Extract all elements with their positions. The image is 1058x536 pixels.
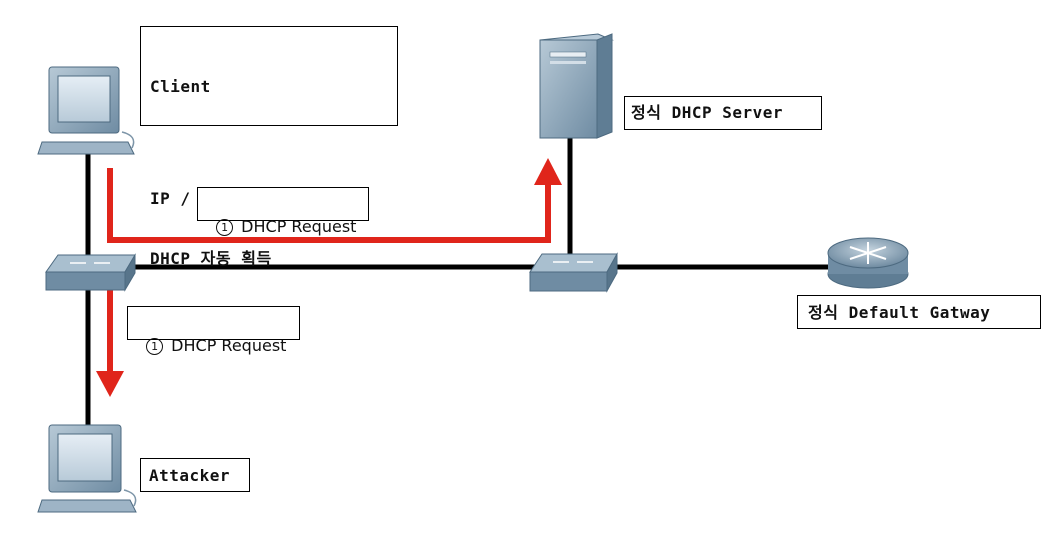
attacker-computer-icon xyxy=(37,424,137,513)
request-arrows xyxy=(96,158,562,397)
switch-right-icon xyxy=(529,252,618,293)
attacker-label: Attacker xyxy=(140,458,250,492)
arrow-to-server-head xyxy=(534,158,562,185)
request-text: DHCP Request xyxy=(171,336,287,355)
gateway-router-icon xyxy=(827,237,909,289)
arrow-to-attacker-head xyxy=(96,371,124,397)
dhcp-server-label: 정식 DHCP Server xyxy=(624,96,822,130)
dhcp-request-label-bottom: 1 DHCP Request xyxy=(127,306,300,355)
client-label-line1: Client xyxy=(150,77,211,96)
default-gateway-label: 정식 Default Gatway xyxy=(797,295,1041,329)
client-label: Client IP / Default Gateway DHCP 자동 획득 xyxy=(140,26,398,268)
step-number-badge: 1 xyxy=(216,219,234,236)
dhcp-server-icon xyxy=(539,33,614,139)
network-links xyxy=(85,138,835,430)
client-computer-icon xyxy=(37,66,135,155)
client-label-line3: DHCP 자동 획득 xyxy=(150,249,272,268)
switch-left-icon xyxy=(45,253,136,292)
arrow-to-server xyxy=(107,168,551,243)
dhcp-request-label-top: 1 DHCP Request xyxy=(197,187,369,236)
request-text: DHCP Request xyxy=(241,217,357,236)
step-number-badge: 1 xyxy=(146,338,164,355)
